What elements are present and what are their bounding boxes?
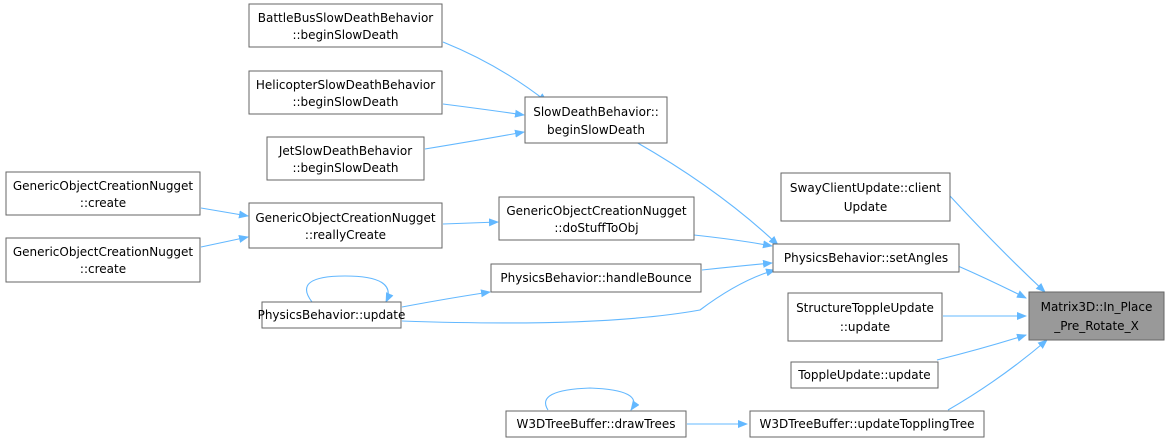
node-label-line: W3DTreeBuffer::drawTrees [516,417,675,431]
node-label-line: GenericObjectCreationNugget [506,204,687,218]
edge-physupdate-self-loop [306,275,394,303]
edge-toppleupdate-to-target [936,333,1027,361]
node-toppleupdate-update[interactable]: ToppleUpdate::update [790,361,939,389]
node-matrix3d-in-place-pre-rotate-x[interactable]: Matrix3D::In_Place _Pre_Rotate_X [1028,291,1165,341]
node-slowdeathbehavior-beginslowdeath[interactable]: SlowDeathBehavior:: beginSlowDeath [524,96,668,144]
edge-reallycreate-to-dostuff [442,218,499,227]
edge-create1-to-reallycreate [200,207,249,219]
node-physicsbehavior-setangles[interactable]: PhysicsBehavior::setAngles [772,243,960,273]
node-battlebusslowdeathbehavior-beginslowdeath[interactable]: BattleBusSlowDeathBehavior ::beginSlowDe… [248,3,443,48]
node-label-line: HelicopterSlowDeathBehavior [256,78,435,92]
edge-physupdate-to-handlebounce [401,289,491,308]
node-genericobjectcreationnugget-create-2[interactable]: GenericObjectCreationNugget ::create [5,237,201,283]
node-w3dtreebuffer-drawtrees[interactable]: W3DTreeBuffer::drawTrees [505,410,687,438]
edge-create2-to-reallycreate [200,235,249,248]
node-label-line: ::beginSlowDeath [292,161,398,175]
node-physicsbehavior-update[interactable]: PhysicsBehavior::update [258,301,406,329]
node-genericobjectcreationnugget-reallycreate[interactable]: GenericObjectCreationNugget ::reallyCrea… [248,202,443,249]
node-label-line: PhysicsBehavior::setAngles [784,251,948,265]
node-label-line: ::beginSlowDeath [292,95,398,109]
node-label-line: ToppleUpdate::update [797,368,930,382]
edge-drawtrees-self-loop [545,387,640,411]
node-genericobjectcreationnugget-dostufftoobj[interactable]: GenericObjectCreationNugget ::doStuffToO… [498,196,695,241]
node-label-line: ::update [840,320,890,334]
edge-battlebus-to-slowdeath [442,41,548,103]
node-structuretoppleupdate-update[interactable]: StructureToppleUpdate ::update [787,292,943,342]
node-label-line: ::doStuffToObj [554,221,638,235]
node-label-line: StructureToppleUpdate [796,301,934,315]
node-swayclientupdate-clientupdate[interactable]: SwayClientUpdate::client Update [780,172,951,222]
node-label-line: Matrix3D::In_Place [1041,300,1153,314]
node-jetslowdeathbehavior-beginslowdeath[interactable]: JetSlowDeathBehavior ::beginSlowDeath [266,136,425,181]
edge-handlebounce-to-setangles [701,259,773,271]
node-label-line: PhysicsBehavior::handleBounce [500,271,691,285]
node-label-line: PhysicsBehavior::update [258,308,406,322]
node-label-line: ::create [80,196,126,210]
node-label-line: GenericObjectCreationNugget [13,245,194,259]
node-label-line: SwayClientUpdate::client [790,181,941,195]
node-label-line: ::reallyCreate [305,228,386,242]
node-label-line: ::create [80,262,126,276]
node-label-line: Update [844,200,887,214]
node-label-line: JetSlowDeathBehavior [278,144,412,158]
edge-setangles-to-target [957,265,1027,299]
edge-slowdeath-to-setangles [635,141,779,246]
edge-heli-to-slowdeath [442,103,525,118]
node-label-line: BattleBusSlowDeathBehavior [258,11,434,25]
node-helicopterslowdeathbehavior-beginslowdeath[interactable]: HelicopterSlowDeathBehavior ::beginSlowD… [248,70,443,115]
nodes-layer: Matrix3D::In_Place _Pre_Rotate_X SwayCli… [5,3,1165,438]
edge-swayclient-to-target [949,195,1046,293]
node-label-line: beginSlowDeath [547,123,645,137]
node-w3dtreebuffer-updatetopplingtree[interactable]: W3DTreeBuffer::updateTopplingTree [749,410,985,438]
edge-dostuff-to-setangles [693,234,773,249]
edges-layer [200,41,1048,428]
edge-physupdate-to-setangles [401,268,776,324]
node-label-line: SlowDeathBehavior:: [533,105,659,119]
node-label-line: _Pre_Rotate_X [1053,319,1139,333]
node-genericobjectcreationnugget-create-1[interactable]: GenericObjectCreationNugget ::create [5,171,201,216]
node-label-line: W3DTreeBuffer::updateTopplingTree [759,417,974,431]
node-label-line: GenericObjectCreationNugget [13,179,194,193]
edge-updatetoppling-to-target [947,339,1048,411]
edge-jet-to-slowdeath [424,129,525,150]
node-label-line: GenericObjectCreationNugget [255,211,436,225]
node-physicsbehavior-handlebounce[interactable]: PhysicsBehavior::handleBounce [490,263,702,293]
node-label-line: ::beginSlowDeath [292,28,398,42]
